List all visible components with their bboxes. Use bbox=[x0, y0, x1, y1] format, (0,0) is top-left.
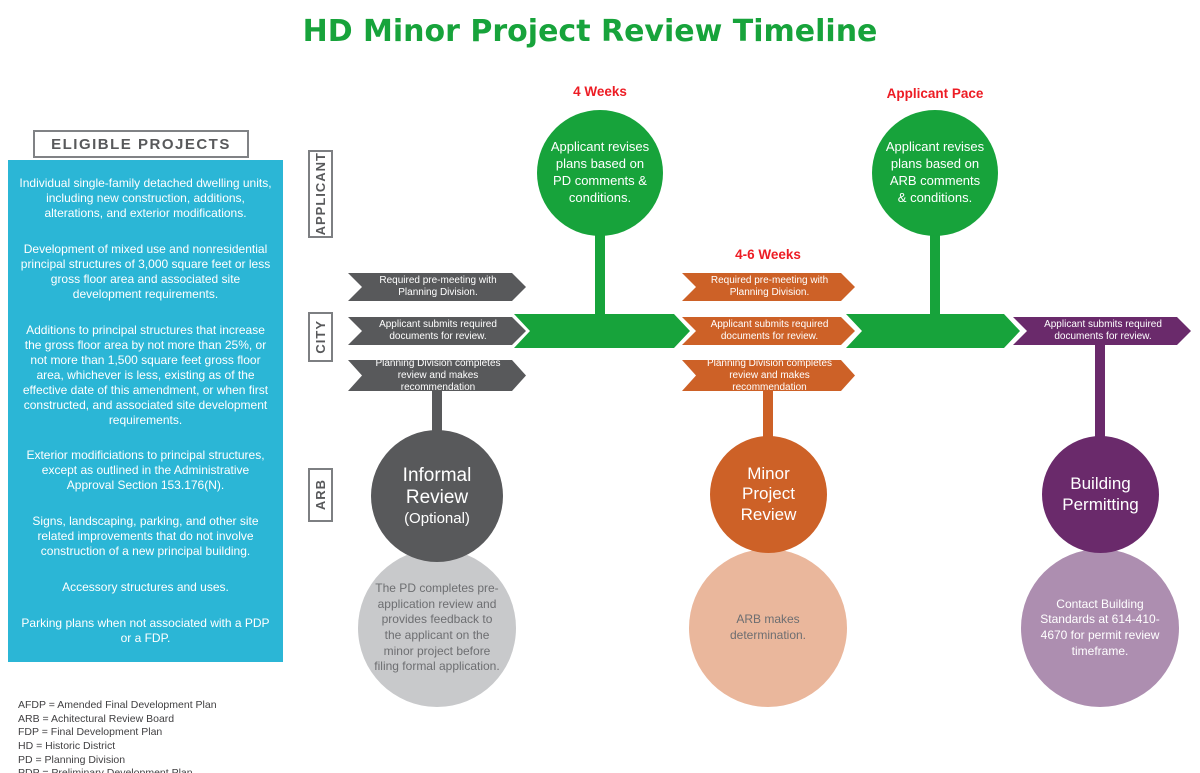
eligible-projects-panel: Individual single-family detached dwelli… bbox=[8, 160, 283, 662]
chevron-orange-pd-recommendation: Planning Division completes review and m… bbox=[682, 360, 855, 391]
chevron-gray-submit-documents: Applicant submits required documents for… bbox=[348, 317, 526, 345]
eligible-item: Individual single-family detached dwelli… bbox=[19, 176, 272, 220]
connector-green-arb-revision bbox=[930, 228, 940, 320]
legend-line: ARB = Achitectural Review Board bbox=[18, 712, 175, 725]
stage-circle-building-permitting: Building Permitting bbox=[1042, 436, 1159, 553]
detail-circle-informal-review: The PD completes pre-application review … bbox=[358, 549, 516, 707]
applicant-revises-arb-text: Applicant revises plans based on ARB com… bbox=[885, 139, 985, 205]
row-label-arb-text: ARB bbox=[313, 479, 328, 511]
stage-title-building-permitting: Building Permitting bbox=[1062, 474, 1139, 514]
duration-label-4-weeks: 4 Weeks bbox=[573, 84, 627, 99]
chevron-gray-pd-recommendation: Planning Division completes review and m… bbox=[348, 360, 526, 391]
abbreviation-legend: AFDP = Amended Final Development Plan AR… bbox=[18, 699, 217, 773]
connector-orange-minor-review bbox=[763, 389, 773, 443]
row-label-arb: ARB bbox=[308, 468, 333, 522]
connector-purple-building-permitting bbox=[1095, 344, 1105, 442]
chevron-gray-pre-meeting: Required pre-meeting with Planning Divis… bbox=[348, 273, 526, 301]
eligible-item: Exterior modificiations to principal str… bbox=[26, 448, 265, 493]
connector-gray-informal-review bbox=[432, 389, 442, 437]
stage-circle-minor-project-review: Minor Project Review bbox=[710, 436, 827, 553]
duration-label-4-6-weeks: 4-6 Weeks bbox=[735, 247, 801, 262]
legend-line: AFDP = Amended Final Development Plan bbox=[18, 699, 217, 711]
eligible-item: Signs, landscaping, parking, and other s… bbox=[32, 514, 259, 559]
green-timeline-band-segment bbox=[514, 314, 690, 348]
duration-label-applicant-pace: Applicant Pace bbox=[886, 86, 984, 101]
eligible-item: Parking plans when not associated with a… bbox=[21, 615, 270, 645]
chevron-orange-submit-documents: Applicant submits required documents for… bbox=[682, 317, 855, 345]
row-label-city: CITY bbox=[308, 312, 333, 362]
stage-title-informal-review: Informal Review bbox=[402, 464, 472, 508]
legend-line: PDP = Preliminary Development Plan bbox=[18, 767, 217, 773]
green-timeline-band-segment bbox=[846, 314, 1020, 348]
page-title: HD Minor Project Review Timeline bbox=[302, 14, 878, 49]
applicant-revises-pd-circle: Applicant revises plans based on PD comm… bbox=[537, 110, 663, 236]
eligible-item: Additions to principal structures that i… bbox=[22, 322, 269, 427]
row-label-applicant-text: APPLICANT bbox=[313, 152, 328, 236]
stage-title-minor-project-review: Minor Project Review bbox=[740, 463, 797, 524]
eligible-item: Accessory structures and uses. bbox=[62, 580, 229, 595]
row-label-city-text: CITY bbox=[313, 320, 328, 354]
legend-line: PD = Planning Division bbox=[18, 753, 126, 766]
eligible-projects-header: ELIGIBLE PROJECTS bbox=[33, 130, 249, 158]
chevron-orange-pre-meeting: Required pre-meeting with Planning Divis… bbox=[682, 273, 855, 301]
connector-green-pd-revision bbox=[595, 228, 605, 320]
chevron-purple-submit-documents: Applicant submits required documents for… bbox=[1013, 317, 1191, 345]
detail-circle-building-standards: Contact Building Standards at 614-410-46… bbox=[1021, 549, 1179, 707]
applicant-revises-pd-text: Applicant revises plans based on PD comm… bbox=[550, 139, 650, 205]
eligible-item: Development of mixed use and nonresident… bbox=[20, 241, 271, 301]
applicant-revises-arb-circle: Applicant revises plans based on ARB com… bbox=[872, 110, 998, 236]
row-label-applicant: APPLICANT bbox=[308, 150, 333, 238]
legend-line: FDP = Final Development Plan bbox=[18, 726, 163, 739]
stage-subtitle-optional: (Optional) bbox=[404, 510, 470, 528]
detail-circle-arb-determination: ARB makes determination. bbox=[689, 549, 847, 707]
legend-line: HD = Historic District bbox=[18, 739, 116, 752]
stage-circle-informal-review: Informal Review (Optional) bbox=[371, 430, 503, 562]
